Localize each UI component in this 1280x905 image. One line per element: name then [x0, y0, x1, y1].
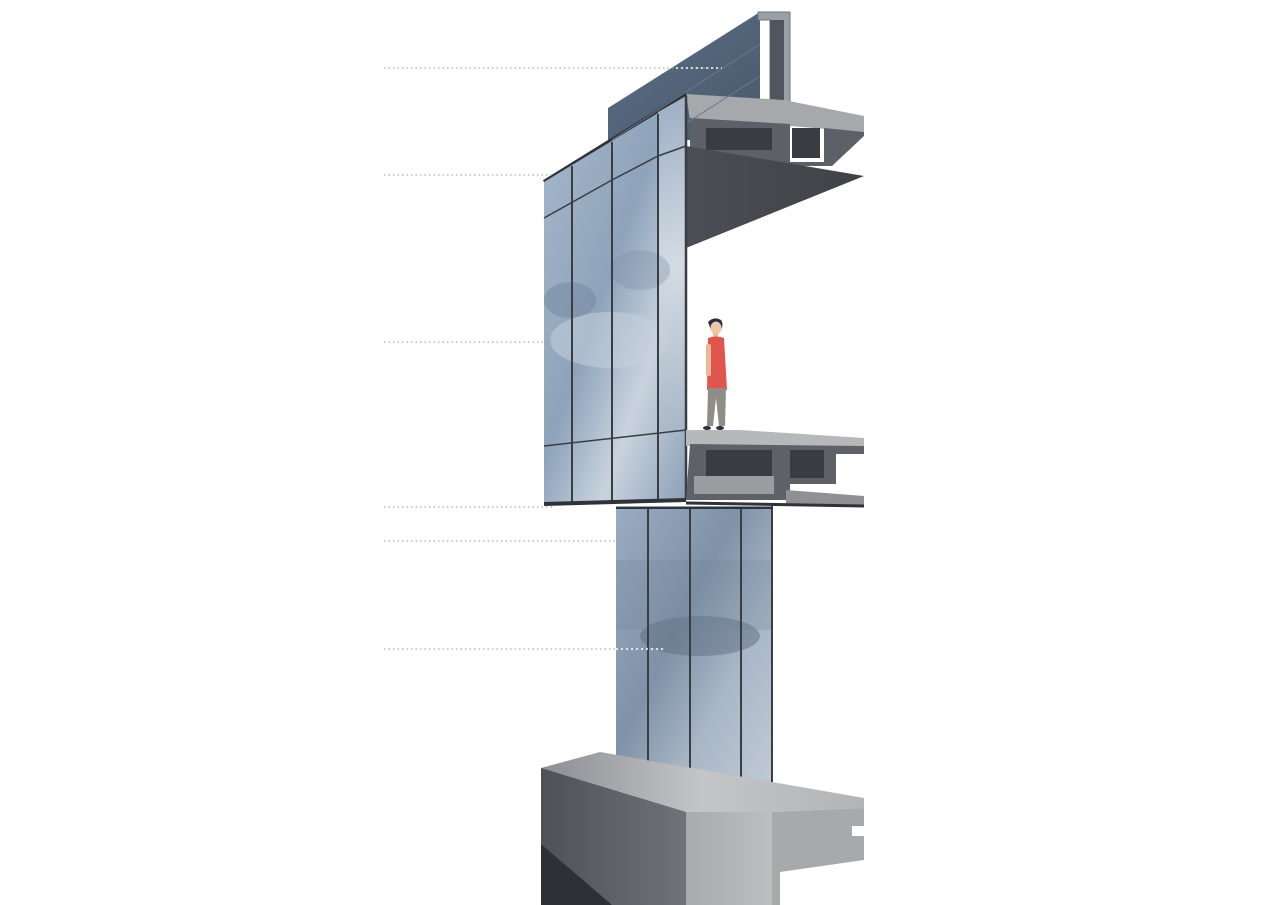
figure-pants	[707, 388, 726, 426]
base-step	[772, 808, 864, 905]
upper-glass-base	[543, 498, 687, 506]
cloud-reflection-2	[544, 282, 596, 318]
floor-bottom-lip	[786, 490, 864, 506]
upper-soffit	[686, 146, 864, 248]
figure-arm	[706, 344, 711, 376]
floor-void-2	[790, 450, 824, 478]
floor-soffit-line	[685, 501, 865, 508]
roof-void-2	[792, 128, 820, 158]
upper-transom-bottom	[543, 429, 687, 447]
figure-shirt	[707, 336, 727, 390]
roof-joint-1	[611, 43, 761, 141]
sea-rock-reflection	[640, 616, 760, 656]
upper-glazing	[543, 96, 688, 506]
roof-void-1	[706, 128, 772, 150]
human-scale-figure	[703, 318, 727, 430]
base-shadow	[541, 844, 612, 905]
floor-channel	[694, 476, 774, 494]
figure-shoe-right	[716, 426, 724, 430]
cloud-reflection-1	[550, 312, 670, 368]
floor-top-surface	[686, 430, 864, 446]
roof-block	[542, 11, 864, 248]
lower-glass-front	[616, 506, 772, 812]
base-side-section	[686, 812, 772, 905]
figure-shoe-left	[703, 426, 711, 430]
figure-neck	[713, 333, 718, 338]
figure-head	[710, 321, 722, 335]
sea-horizon-band	[616, 560, 772, 630]
mid-floor-slab	[685, 430, 865, 508]
callout-leaders	[384, 67, 722, 650]
upper-transom-top	[543, 145, 687, 219]
base-plinth	[541, 752, 864, 905]
cloud-reflection-3	[610, 250, 670, 290]
roof-slab-top	[686, 94, 864, 132]
lower-glazing	[616, 506, 773, 812]
leader-lower-glass-head	[384, 506, 661, 542]
base-front-face	[541, 768, 686, 905]
